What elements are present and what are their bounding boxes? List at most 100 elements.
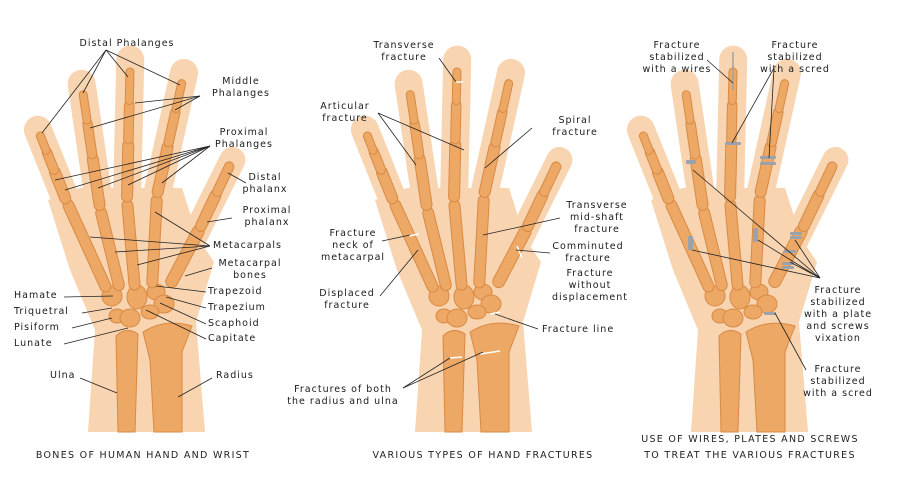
phalanx-little-2 xyxy=(36,132,50,154)
carpal-bone-6 xyxy=(743,304,763,320)
leader-wires xyxy=(706,59,734,84)
ulna-bone xyxy=(442,330,466,433)
label-lunate: Lunate xyxy=(14,338,53,349)
fixation-hardware-10 xyxy=(782,266,794,269)
radius-bone xyxy=(469,322,520,433)
phalanx-little-0 xyxy=(377,167,398,204)
fixation-hardware-3 xyxy=(686,160,696,164)
phalanx-middle-0 xyxy=(449,140,461,202)
phalanx-index-2 xyxy=(499,80,513,113)
leader-hamate xyxy=(63,295,114,298)
hand-illustration-anatomy xyxy=(23,45,246,433)
label-articular-fracture: Articular fracture xyxy=(320,101,370,124)
label-triquetral: Triquetral xyxy=(14,306,69,317)
leader-metacarpal-bones xyxy=(184,267,213,277)
label-scred-top: Fracture stabilized with a scred xyxy=(760,40,830,75)
fixation-hardware-7 xyxy=(790,236,802,239)
fracture-mark-3 xyxy=(408,233,420,237)
leader-neck xyxy=(381,234,411,242)
fixation-hardware-1 xyxy=(760,156,776,159)
label-midshaft-fracture: Transverse mid-shaft fracture xyxy=(566,200,628,235)
leader-capitate xyxy=(145,309,207,340)
phalanx-ring-1 xyxy=(686,119,700,159)
leader-comminuted xyxy=(515,249,551,254)
ulna-bone xyxy=(115,330,139,433)
fracture-mark-5 xyxy=(489,311,501,315)
leader-fracture-line xyxy=(494,313,539,330)
carpal-bone-2 xyxy=(446,308,468,328)
phalanx-little-1 xyxy=(645,148,662,174)
label-transverse-fracture: Transverse fracture xyxy=(373,40,435,63)
leader-middle-phalanges xyxy=(89,95,201,129)
fixation-hardware-4 xyxy=(688,236,693,250)
leader-transverse xyxy=(438,57,457,83)
label-without-displacement: Fracture without displacement xyxy=(551,268,629,303)
phalanx-index-0 xyxy=(479,142,500,197)
leader-trapezoid xyxy=(155,285,207,293)
leader-scred-top xyxy=(731,67,775,159)
label-capitate: Capitate xyxy=(208,333,257,344)
leader-pisiform xyxy=(71,317,113,329)
fixation-hardware-0 xyxy=(725,142,741,145)
leader-midshaft xyxy=(482,217,561,236)
fracture-mark-0 xyxy=(449,356,463,359)
phalanx-little-0 xyxy=(653,167,674,204)
label-scred-bottom: Fracture stabilized with a scred xyxy=(803,364,873,399)
label-plate-screws: Fracture stabilized with a plate and scr… xyxy=(803,285,873,344)
caption-bones: BONES OF HUMAN HAND AND WRIST xyxy=(35,450,251,461)
metacarpal-middle xyxy=(725,200,743,290)
phalanx-middle-1 xyxy=(727,100,737,144)
phalanx-ring-2 xyxy=(406,91,418,124)
phalanx-index-2 xyxy=(775,80,789,113)
leader-scred-bottom xyxy=(774,312,807,371)
phalanx-index-1 xyxy=(164,108,180,147)
phalanx-little-2 xyxy=(363,132,377,154)
metacarpal-little xyxy=(63,200,111,292)
label-radius-ulna-fracture: Fractures of both the radius and ulna xyxy=(287,384,399,407)
phalanx-ring-0 xyxy=(414,154,432,210)
phalanx-middle-1 xyxy=(124,100,134,144)
label-scaphoid: Scaphoid xyxy=(208,318,260,329)
fixation-hardware-2 xyxy=(760,162,776,165)
phalanx-ring-0 xyxy=(87,154,105,210)
leader-proximal-phalanges xyxy=(54,145,211,191)
metacarpal-thumb xyxy=(769,225,807,288)
radius-bone xyxy=(142,322,193,433)
phalanx-little-1 xyxy=(369,148,386,174)
label-displaced-fracture: Displaced fracture xyxy=(319,288,375,311)
ulna-bone xyxy=(718,330,742,433)
phalanx-index-1 xyxy=(767,108,783,147)
phalanx-middle-1 xyxy=(451,100,461,144)
leader-metacarpals xyxy=(89,211,211,266)
phalanx-thumb-0 xyxy=(522,190,548,231)
phalanx-thumb-1 xyxy=(816,162,837,196)
leader-distal-phalanx xyxy=(227,172,247,184)
metacarpal-ring xyxy=(423,207,451,291)
label-wires: Fracture stabilized with a wires xyxy=(642,40,712,75)
label-spiral-fracture: Spiral fracture xyxy=(552,115,598,138)
metacarpal-ring xyxy=(699,207,727,291)
phalanx-thumb-0 xyxy=(195,190,221,231)
leader-plate xyxy=(691,169,821,279)
metacarpal-little xyxy=(390,200,438,292)
phalanx-ring-1 xyxy=(83,119,97,159)
label-comminuted-fracture: Comminuted fracture xyxy=(552,241,624,264)
leader-lunate xyxy=(63,327,129,345)
caption-treatment: USE OF WIRES, PLATES AND SCREWS TO TREAT… xyxy=(641,434,859,461)
leader-trapezium xyxy=(165,296,207,309)
leader-articular xyxy=(377,112,465,166)
carpal-bone-5 xyxy=(480,294,502,314)
label-proximal-phalanges: Proximal Phalanges xyxy=(215,127,273,150)
leader-radius xyxy=(177,377,213,398)
label-metacarpals: Metacarpals xyxy=(213,240,282,251)
phalanx-ring-0 xyxy=(690,154,708,210)
caption-fractures: VARIOUS TYPES OF HAND FRACTURES xyxy=(372,450,594,461)
label-proximal-phalanx: Proximal phalanx xyxy=(242,205,292,228)
metacarpal-thumb xyxy=(493,225,531,288)
leader-displaced xyxy=(379,249,419,297)
phalanx-little-0 xyxy=(50,167,71,204)
label-neck-fracture: Fracture neck of metacarpal xyxy=(320,228,386,263)
label-metacarpal-bones: Metacarpal bones xyxy=(218,258,282,281)
